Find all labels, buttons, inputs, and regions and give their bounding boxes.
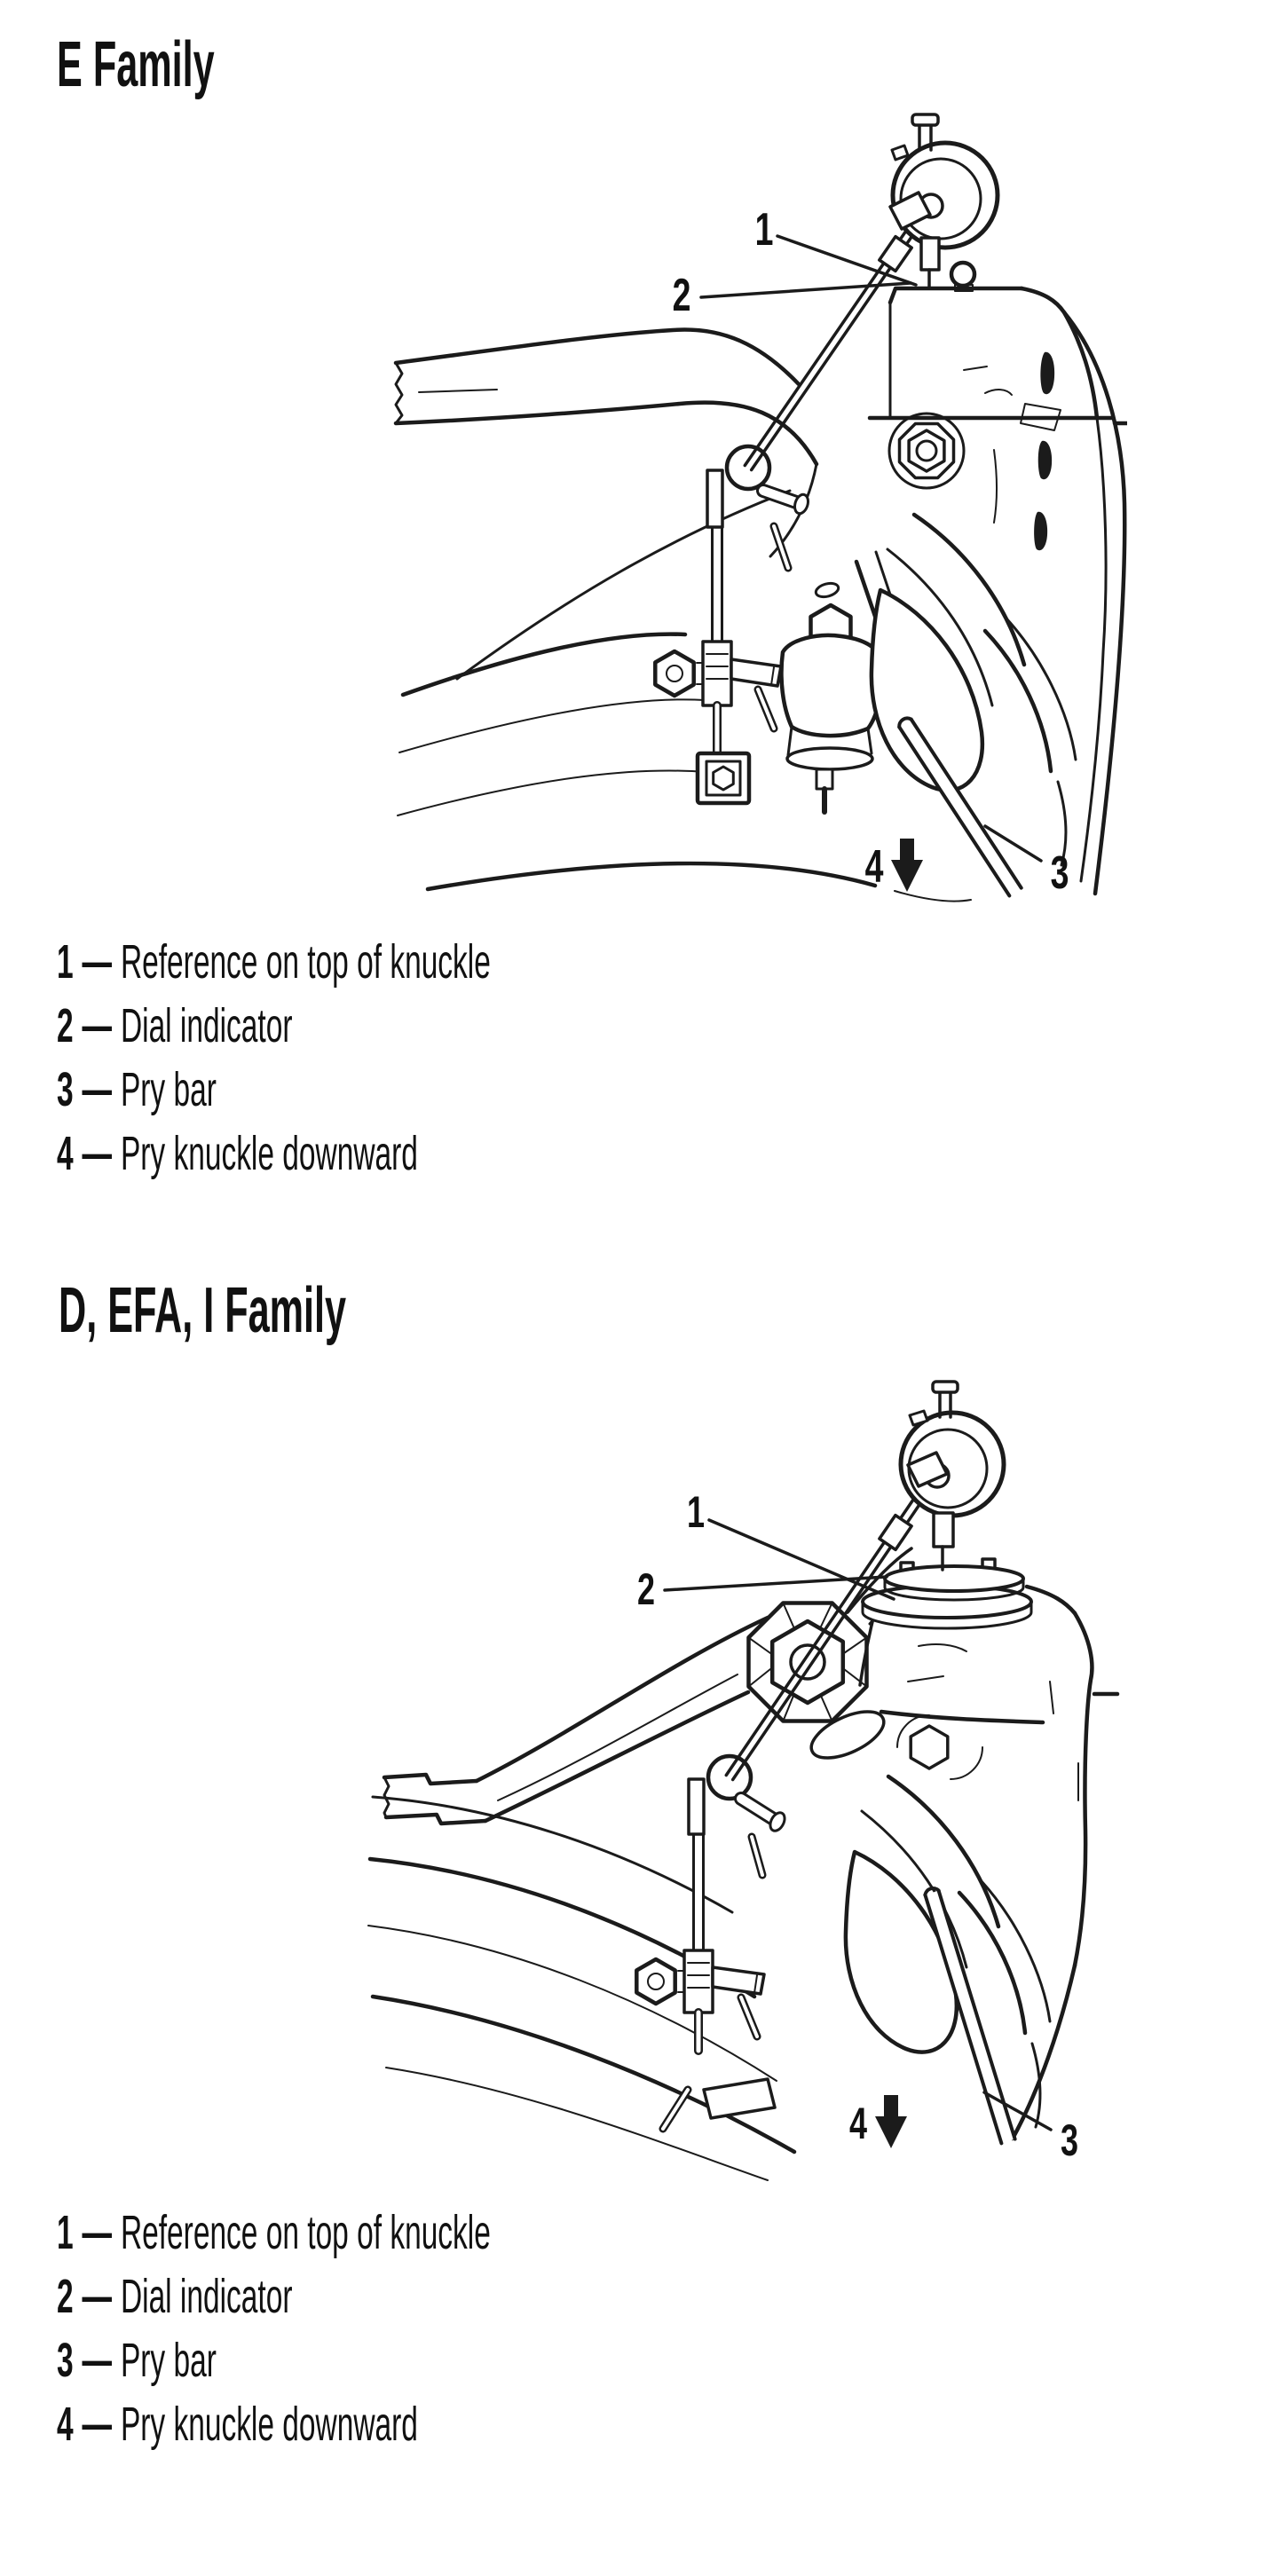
legend-item: 4—Pry knuckle downward (57, 2392, 491, 2456)
indicator-side-knob (890, 144, 910, 161)
legend-label: Reference on top of knuckle (120, 2206, 491, 2259)
legend-item: 2—Dial indicator (57, 994, 491, 1058)
indicator-stand-clamp (653, 444, 809, 806)
indicator-rod (724, 1475, 937, 1782)
callout-4-number: 4 (865, 840, 884, 893)
callout-4-number: 4 (849, 2099, 867, 2148)
legend-dash: — (82, 2398, 113, 2451)
legend-key: 1 (57, 2206, 74, 2259)
legend-key: 4 (57, 1127, 74, 1180)
dial-indicator (888, 113, 1000, 288)
callout-1-leader (776, 234, 918, 287)
legend-key: 1 (57, 935, 74, 989)
legend-key: 3 (57, 2334, 74, 2387)
indicator-rod (743, 202, 933, 472)
figure-e-family: 2 1 4 3 (393, 113, 1127, 902)
section-heading-e-family: E Family (57, 29, 215, 100)
clamp-thumbscrew (653, 649, 696, 698)
legend-item: 3—Pry bar (57, 2328, 491, 2392)
control-arm (382, 1615, 770, 1826)
callout-1: 1 (687, 1488, 895, 1601)
callout-3-number: 3 (1051, 847, 1069, 899)
legend-dash: — (82, 1063, 113, 1116)
callout-2-number: 2 (673, 269, 691, 321)
legend-key: 2 (57, 999, 74, 1052)
legend-dash: — (82, 2206, 113, 2259)
figure-d-efa-i-family: 2 1 4 3 (367, 1380, 1120, 2181)
indicator-clamp-lug (906, 1451, 949, 1488)
callout-3-leader (983, 824, 1043, 863)
callout-1-number: 1 (755, 203, 774, 256)
legend-dash: — (82, 2334, 113, 2387)
indicator-clamp-lug (888, 191, 932, 231)
callout-3: 3 (982, 2091, 1078, 2165)
legend-label: Dial indicator (120, 999, 293, 1052)
hand-mass (843, 1774, 1052, 2129)
legend-e-family: 1—Reference on top of knuckle 2—Dial ind… (57, 930, 756, 1186)
legend-item: 4—Pry knuckle downward (57, 1122, 491, 1186)
legend-dash: — (82, 999, 113, 1052)
lower-arm-curves (397, 489, 972, 902)
knuckle-bolt (909, 1724, 950, 1770)
legend-item: 1—Reference on top of knuckle (57, 2201, 491, 2265)
legend-key: 3 (57, 1063, 74, 1116)
section-heading-d-efa-i-family: D, EFA, I Family (59, 1275, 347, 1346)
legend-d-efa-i-family: 1—Reference on top of knuckle 2—Dial ind… (57, 2201, 756, 2456)
pry-bar (897, 716, 1023, 898)
legend-label: Pry knuckle downward (120, 1127, 418, 1180)
stand-bracket (702, 2077, 777, 2120)
legend-dash: — (82, 935, 113, 989)
knuckle-top-bolt (949, 260, 977, 288)
knuckle-body (867, 260, 1127, 896)
callout-2: 2 (673, 269, 912, 321)
stand-foot (695, 751, 752, 806)
strut-mount (746, 1547, 929, 1760)
pry-down-arrow-icon (891, 839, 923, 892)
indicator-side-knob (908, 1409, 929, 1427)
legend-label: Pry knuckle downward (120, 2398, 418, 2451)
callout-2-number: 2 (637, 1565, 655, 1614)
callout-1: 1 (755, 203, 918, 287)
indicator-top-stem (938, 1390, 952, 1419)
indicator-plunger (932, 1511, 955, 1548)
legend-key: 2 (57, 2270, 74, 2323)
callout-2-leader (699, 281, 912, 299)
rod-collar (878, 234, 913, 273)
legend-key: 4 (57, 2398, 74, 2451)
legend-dash: — (82, 2270, 113, 2323)
callout-3-leader (982, 2091, 1053, 2131)
callout-4: 4 (865, 839, 923, 892)
legend-dash: — (82, 1127, 113, 1180)
clamp-thumbscrew (635, 1957, 677, 2006)
callout-1-number: 1 (687, 1488, 705, 1537)
legend-label: Reference on top of knuckle (120, 935, 491, 989)
legend-label: Pry bar (120, 1063, 217, 1116)
legend-item: 2—Dial indicator (57, 2265, 491, 2328)
legend-label: Dial indicator (120, 2270, 293, 2323)
callout-3-number: 3 (1061, 2116, 1078, 2165)
dial-indicator (898, 1380, 1006, 1572)
callout-4: 4 (849, 2095, 907, 2148)
legend-item: 1—Reference on top of knuckle (57, 930, 491, 994)
control-arm (393, 327, 819, 558)
legend-item: 3—Pry bar (57, 1058, 491, 1122)
indicator-top-stem (918, 122, 933, 152)
indicator-plunger (919, 236, 941, 272)
knuckle-top-cap (861, 1557, 1033, 1630)
knuckle-body (858, 1584, 1120, 2141)
rod-collar (878, 1513, 913, 1552)
legend-label: Pry bar (120, 2334, 217, 2387)
lower-arm-curves (367, 1795, 797, 2181)
pry-bar (923, 1887, 1017, 2146)
callout-1-leader (707, 1518, 895, 1601)
pry-down-arrow-icon (875, 2095, 907, 2148)
hand-mass (869, 512, 1077, 867)
callout-3: 3 (983, 824, 1069, 899)
